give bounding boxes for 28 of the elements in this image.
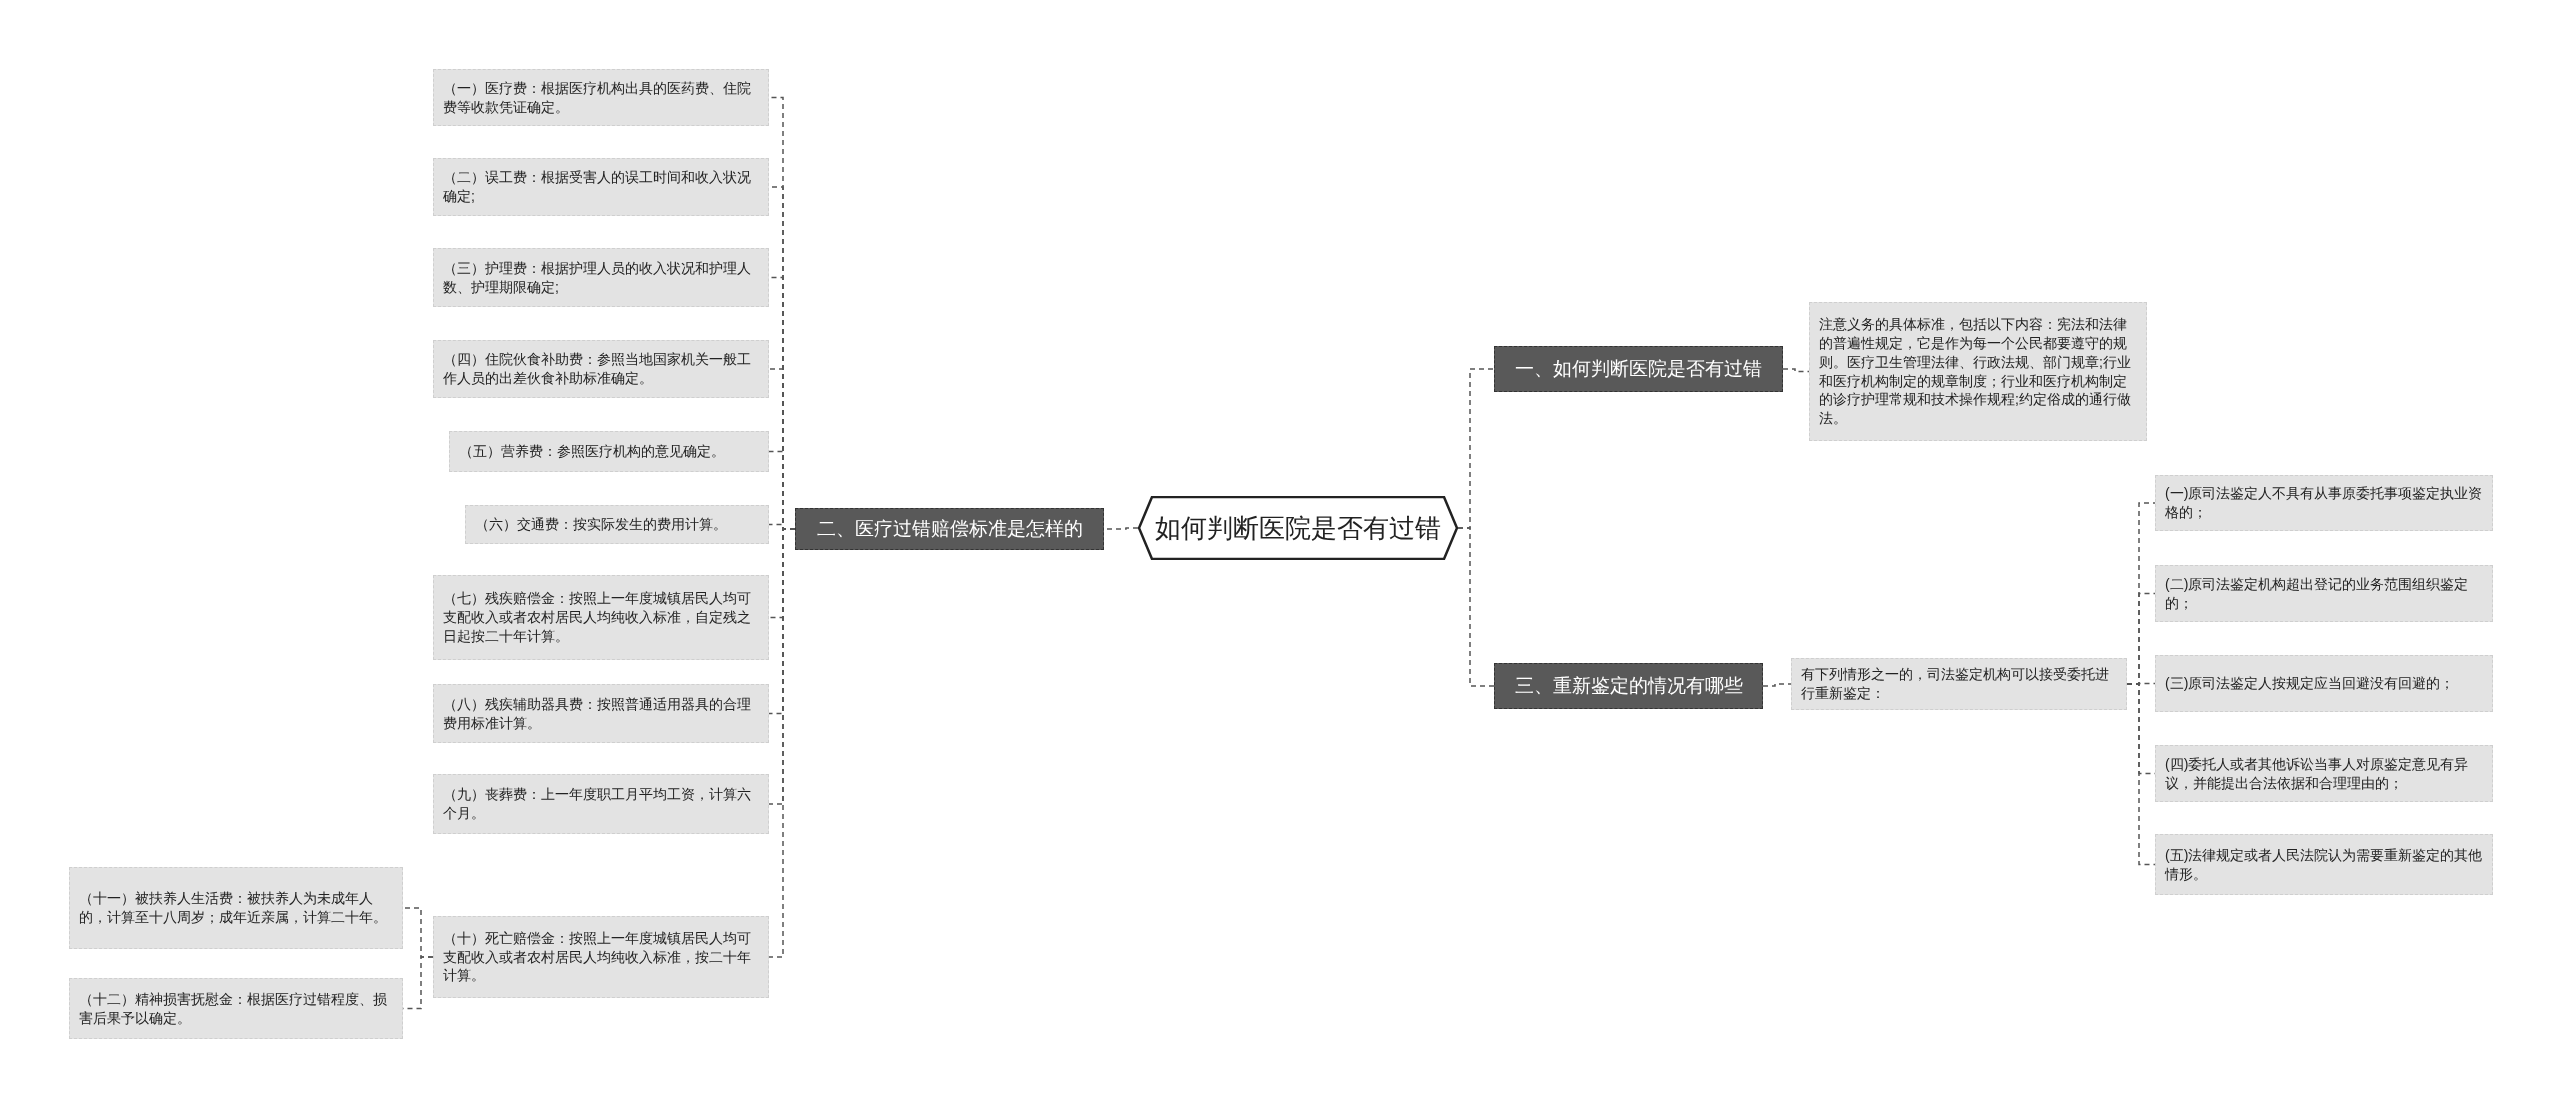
branch-topic: 一、如何判断医院是否有过错 <box>1494 346 1783 392</box>
detail-note: (五)法律规定或者人民法院认为需要重新鉴定的其他情形。 <box>2155 834 2493 895</box>
detail-note: （六）交通费：按实际发生的费用计算。 <box>465 505 769 544</box>
connector-line <box>1782 368 1810 373</box>
detail-note: （五）营养费：参照医疗机构的意见确定。 <box>449 431 769 472</box>
detail-note: （一）医疗费：根据医疗机构出具的医药费、住院费等收款凭证确定。 <box>433 69 769 126</box>
connector-line <box>1457 527 1495 687</box>
detail-note: （十二）精神损害抚慰金：根据医疗过错程度、损害后果予以确定。 <box>69 978 403 1039</box>
detail-note: （七）残疾赔偿金：按照上一年度城镇居民人均可支配收入或者农村居民人均纯收入标准，自定残之日起按二十年计算。 <box>433 575 769 660</box>
branch-topic: 三、重新鉴定的情况有哪些 <box>1494 663 1763 709</box>
detail-note: (三)原司法鉴定人按规定应当回避没有回避的； <box>2155 655 2493 712</box>
detail-note: （十一）被扶养人生活费：被扶养人为未成年人的，计算至十八周岁；成年近亲属，计算二十年。 <box>69 867 403 949</box>
detail-note: 有下列情形之一的，司法鉴定机构可以接受委托进行重新鉴定： <box>1791 658 2127 710</box>
detail-note: （二）误工费：根据受害人的误工时间和收入状况确定; <box>433 158 769 216</box>
detail-note: （十）死亡赔偿金：按照上一年度城镇居民人均可支配收入或者农村居民人均纯收入标准，按二十年计算。 <box>433 916 769 998</box>
connector-line <box>2126 683 2156 866</box>
detail-note: (二)原司法鉴定机构超出登记的业务范围组织鉴定的； <box>2155 565 2493 622</box>
connector-line <box>1762 683 1792 687</box>
branch-topic: 二、医疗过错赔偿标准是怎样的 <box>795 508 1104 550</box>
detail-note: (一)原司法鉴定人不具有从事原委托事项鉴定执业资格的； <box>2155 475 2493 531</box>
detail-note: （四）住院伙食补助费：参照当地国家机关一般工作人员的出差伙食补助标准确定。 <box>433 340 769 398</box>
detail-note: （九）丧葬费：上一年度职工月平均工资，计算六个月。 <box>433 774 769 834</box>
detail-note: (四)委托人或者其他诉讼当事人对原鉴定意见有异议，并能提出合法依据和合理理由的； <box>2155 745 2493 802</box>
topic-text: 如何判断医院是否有过错 <box>1155 511 1441 545</box>
detail-note: （三）护理费：根据护理人员的收入状况和护理人数、护理期限确定; <box>433 248 769 307</box>
detail-note: 注意义务的具体标准，包括以下内容：宪法和法律的普遍性规定，它是作为每一个公民都要遵守的规则。医疗卫生管理法律、行政法规、部门规章;行业和医疗机构制定的规章制度；行业和医疗机构制定的诊疗护理常规和技术操作规程;约定俗成的通行做法。 <box>1809 302 2147 441</box>
detail-note: （八）残疾辅助器具费：按照普通适用器具的合理费用标准计算。 <box>433 684 769 743</box>
root-topic <box>1138 496 1458 560</box>
